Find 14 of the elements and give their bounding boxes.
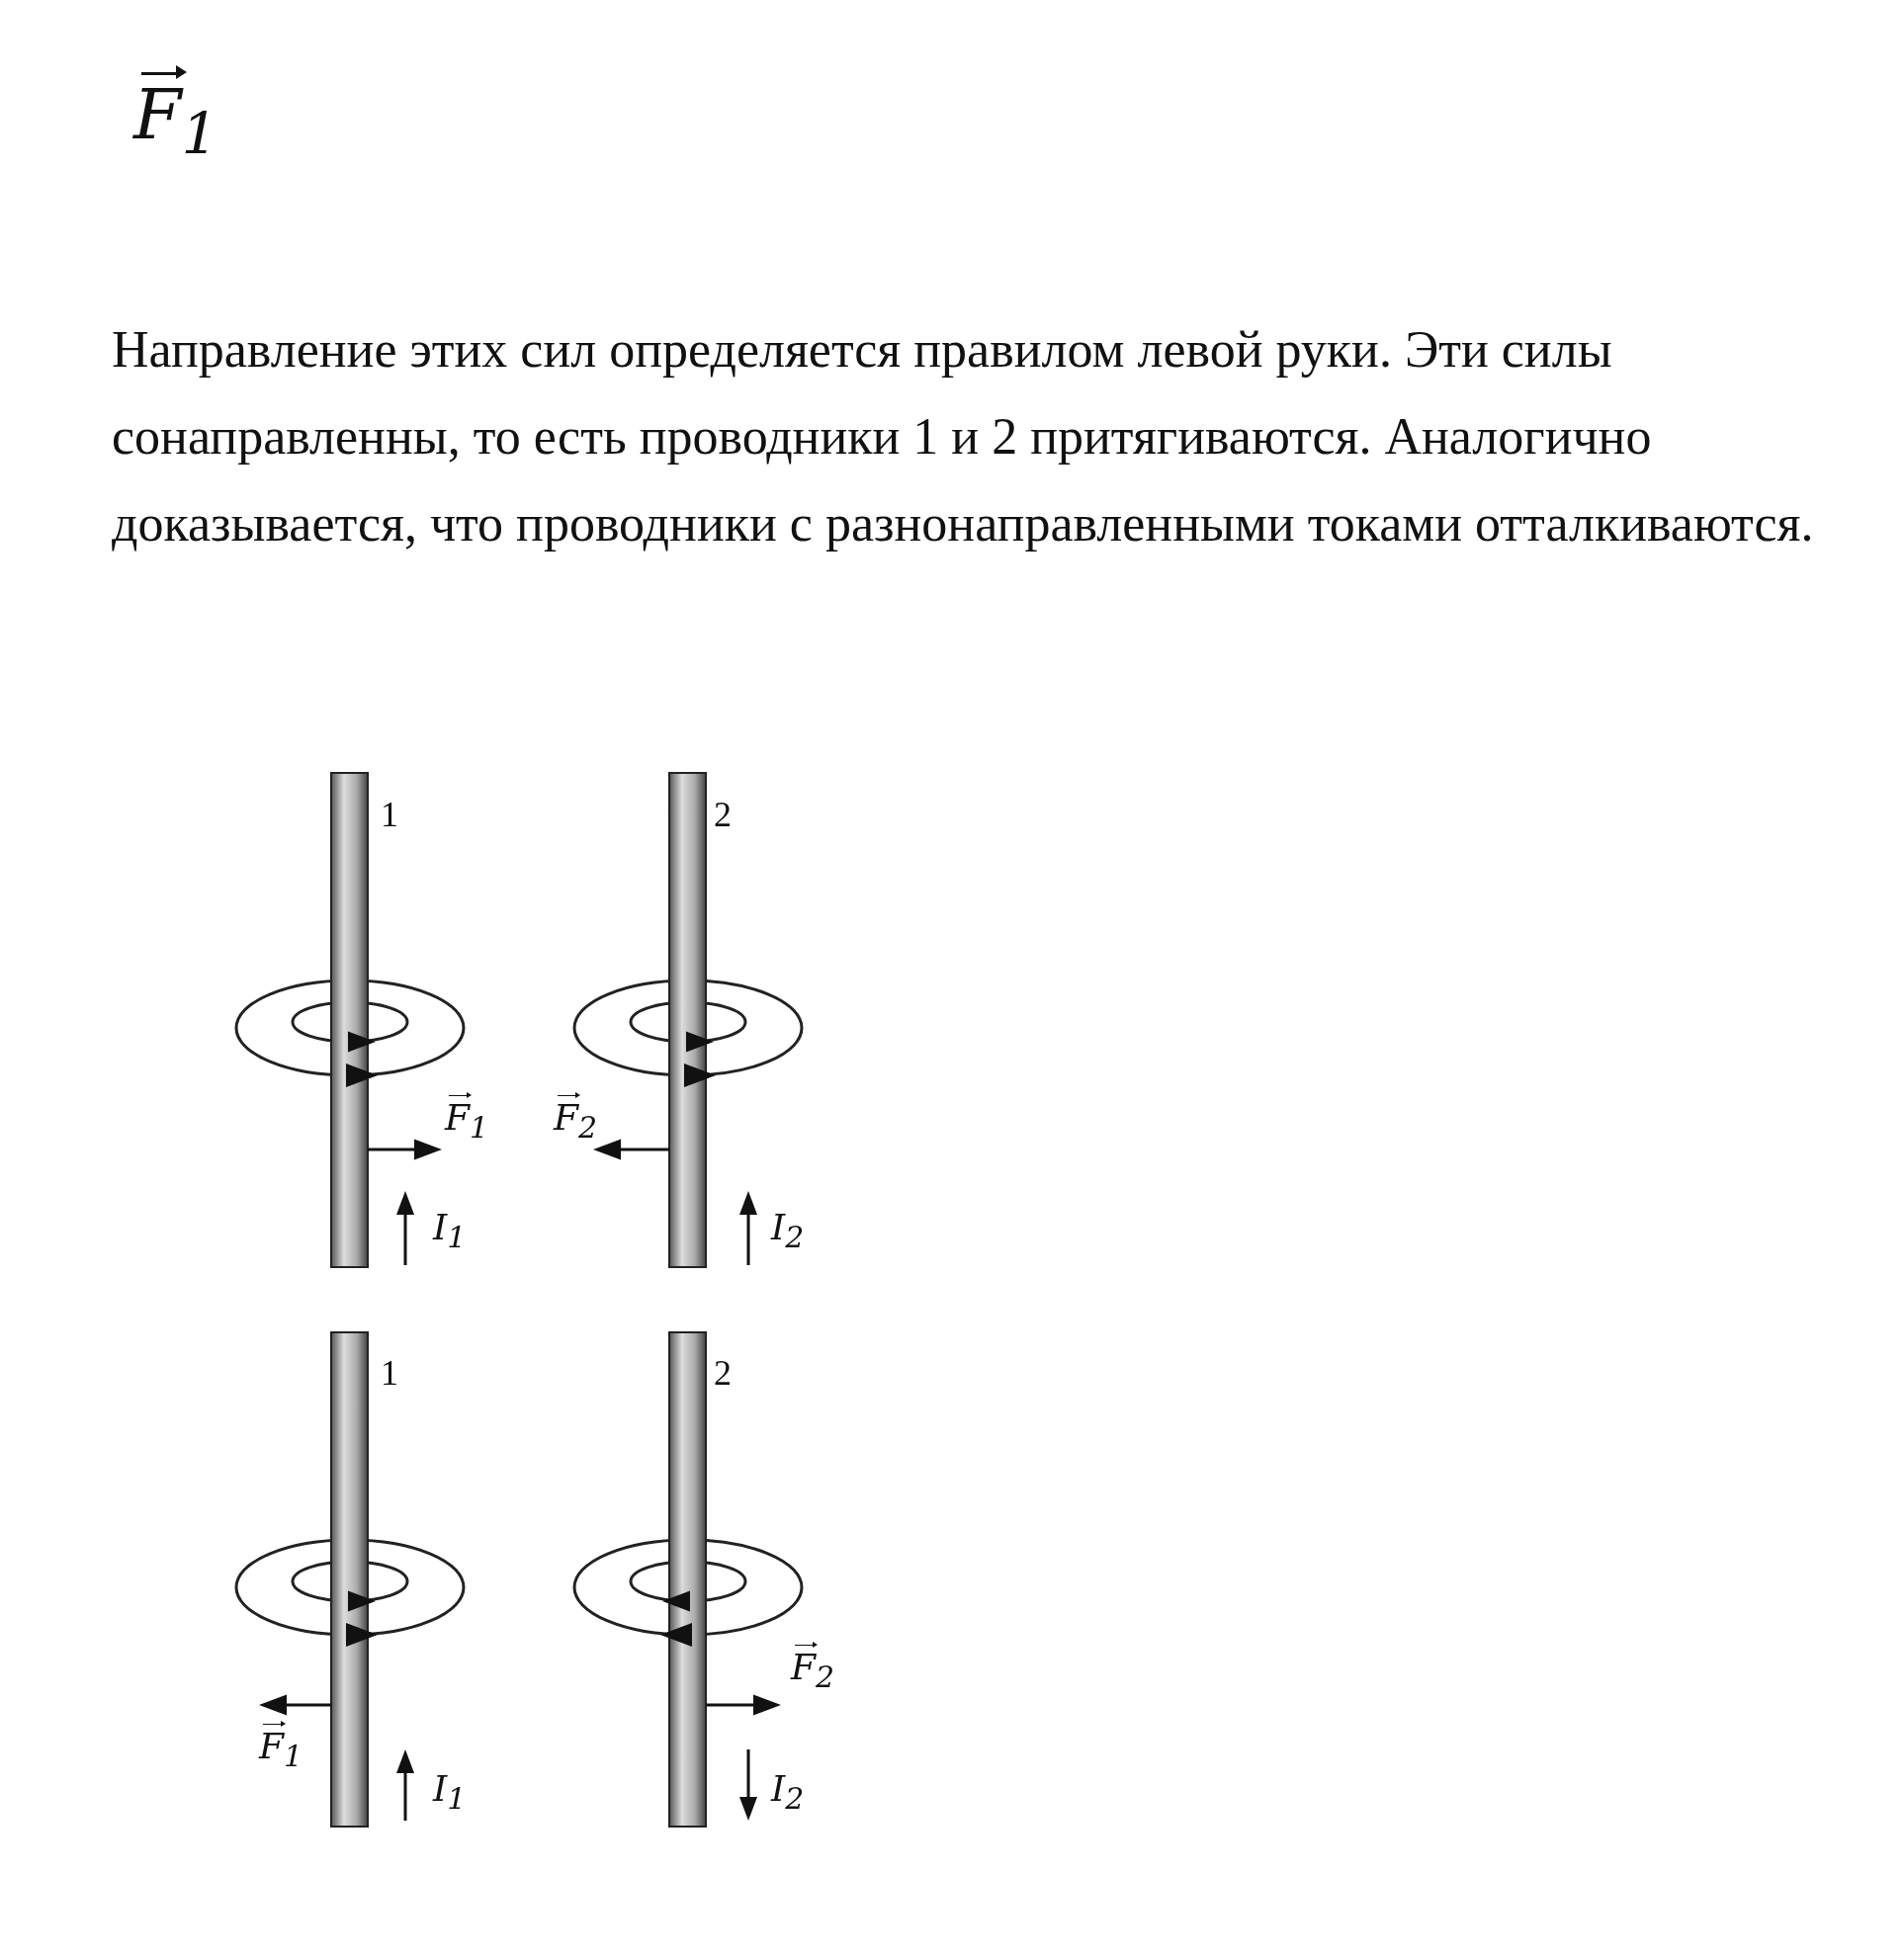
current-label: I$_{2}$ <box>771 1208 805 1254</box>
force-label: F$_{2}$ <box>791 1639 835 1694</box>
force-label: F$_{2}$ <box>554 1089 598 1145</box>
part-number: 1 <box>381 796 398 835</box>
force-label: F$_{1}$ <box>259 1718 303 1773</box>
part-number: 1 <box>381 1354 398 1394</box>
current-label: I$_{2}$ <box>771 1769 805 1816</box>
current-label: I$_{1}$ <box>433 1769 467 1816</box>
force-label: F$_{1}$ <box>445 1089 489 1145</box>
formula: F$_{1}$ <box>133 59 218 165</box>
paragraph: Направление этих сил определяется правилом левой руки. Эти силы сонаправленны, то есть проводники 1 и 2 притягиваются. Аналогично доказывается, что проводники с разнонаправленными токами отталкиваются. <box>112 320 1815 553</box>
part-number: 2 <box>714 1354 732 1394</box>
current-label: I$_{1}$ <box>433 1208 467 1254</box>
part-number: 2 <box>714 796 732 835</box>
